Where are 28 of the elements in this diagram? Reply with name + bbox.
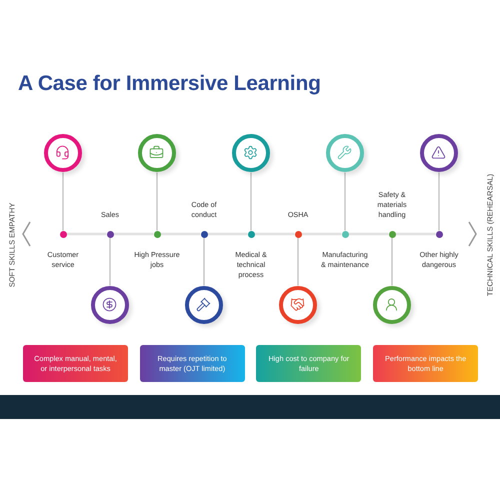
timeline-dot	[248, 230, 254, 238]
timeline-dot	[154, 230, 160, 238]
icon-circle	[184, 286, 222, 324]
title: A Case for Immersive Learning	[18, 72, 321, 96]
timeline-dot	[60, 230, 66, 238]
timeline-dot	[388, 230, 396, 238]
icon-circle	[420, 134, 458, 172]
timeline-dot	[106, 230, 114, 238]
icon-circle	[44, 134, 82, 172]
connector-line	[250, 172, 252, 230]
timeline-dot	[436, 230, 442, 238]
connector-line	[297, 238, 299, 286]
timeline-dot	[342, 230, 348, 238]
connector-line	[391, 238, 393, 286]
icon-circle	[138, 134, 176, 172]
timeline-dot	[200, 230, 208, 238]
connector-line	[109, 238, 111, 286]
timeline-dot	[294, 230, 302, 238]
connector-line	[62, 172, 64, 230]
icon-circle	[326, 134, 364, 172]
connector-line	[344, 172, 346, 230]
connector-line	[156, 172, 158, 230]
icon-circle	[372, 286, 410, 324]
icon-circle	[232, 134, 270, 172]
connector-line	[438, 172, 440, 230]
icon-circle	[278, 286, 316, 324]
icon-circle	[90, 286, 128, 324]
connector-line	[203, 238, 205, 286]
